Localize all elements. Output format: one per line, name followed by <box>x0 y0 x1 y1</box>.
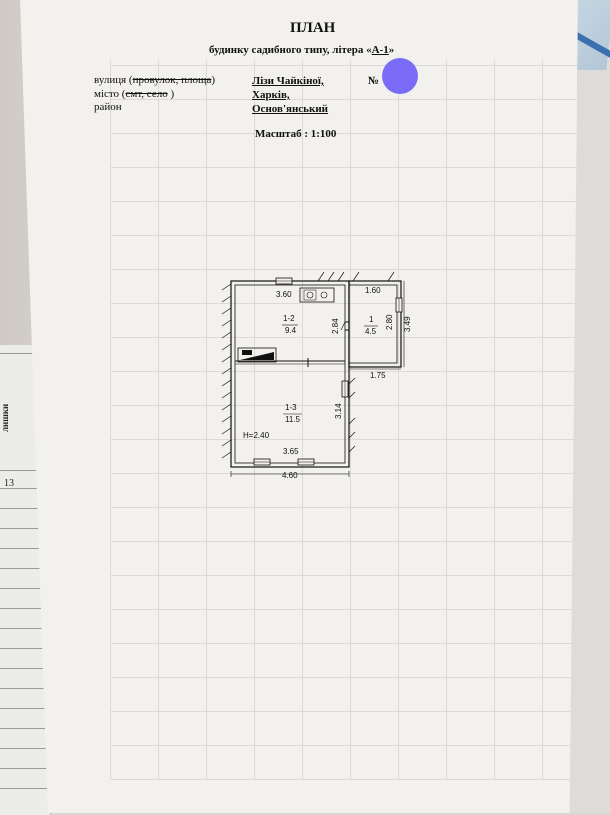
dim-314: 3.14 <box>334 403 343 419</box>
dim-284: 2.84 <box>331 318 340 334</box>
district-value: Основ'янський <box>252 103 329 115</box>
room-1-id: 1 <box>369 315 374 324</box>
ceiling-height: Н=2.40 <box>243 431 270 440</box>
dim-349: 3.49 <box>403 316 412 332</box>
building-letter: А-1 <box>371 44 389 56</box>
furnace-icon <box>237 347 277 363</box>
redaction-circle <box>382 58 418 94</box>
bleed-through-grid <box>110 60 578 780</box>
room-1-area: 4.5 <box>365 327 377 336</box>
room-1-3-area: 11.5 <box>285 415 301 424</box>
stove-icon <box>299 287 335 303</box>
annex-inner-wall <box>348 284 398 364</box>
street-value: Лізи Чайкіної, <box>252 75 324 87</box>
document-page <box>20 0 578 813</box>
dim-175: 1.75 <box>370 371 386 380</box>
room-1-3-id: 1-3 <box>285 403 297 412</box>
street-label: вулиця (провулок, площа) <box>94 74 216 86</box>
district-label: район <box>94 101 122 113</box>
city-value: Харків, <box>252 89 290 101</box>
main-inner-wall <box>234 284 346 464</box>
dim-top-right: 1.60 <box>365 286 381 295</box>
room-1-2-area: 9.4 <box>285 326 297 335</box>
city-label: місто (смт, село ) <box>94 88 175 100</box>
scale-label: Масштаб : 1:100 <box>255 128 337 140</box>
document-title: ПЛАН <box>290 20 336 36</box>
dim-280: 2.80 <box>385 314 394 330</box>
document-subtitle: будинку садибного типу, літера «А-1» <box>209 44 395 56</box>
dim-365: 3.65 <box>283 447 299 456</box>
dim-460: 4.60 <box>282 471 298 480</box>
house-number-prefix: № <box>368 75 380 87</box>
underlying-sheet-number: 13 <box>4 478 14 489</box>
dim-top-left: 3.60 <box>276 290 292 299</box>
room-1-2-id: 1-2 <box>283 314 295 323</box>
